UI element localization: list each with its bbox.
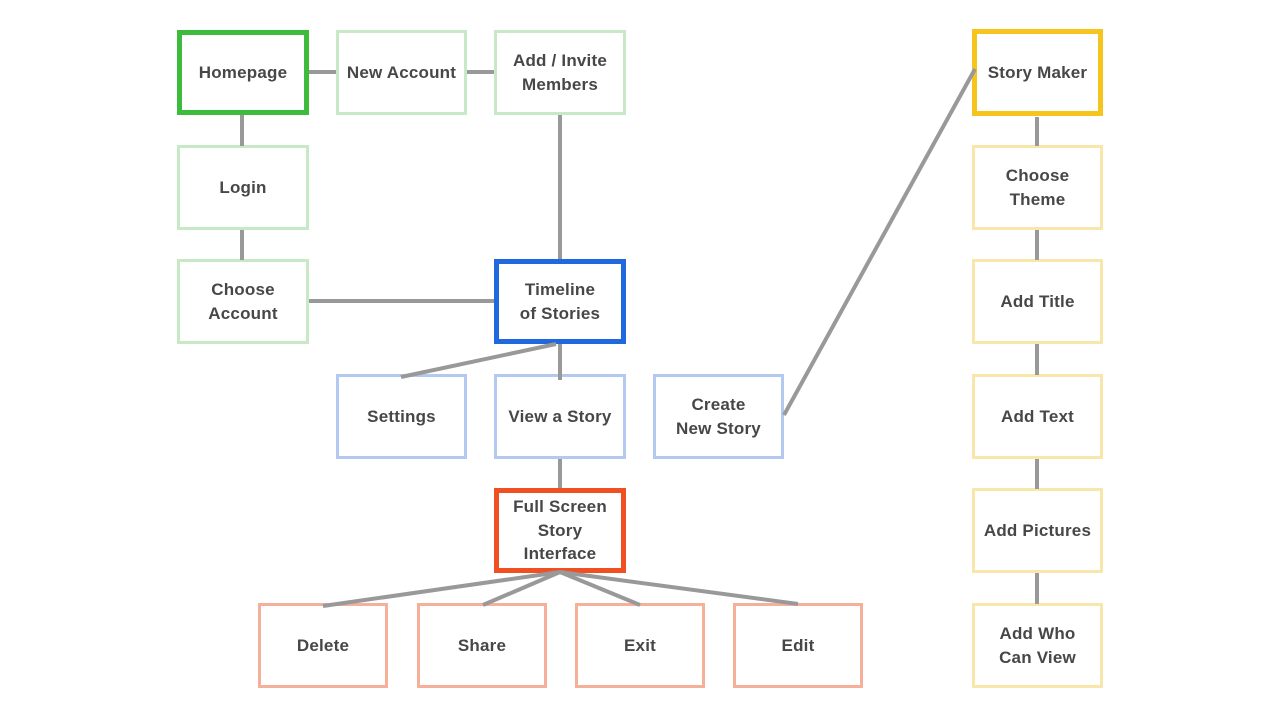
node-edit-label: Edit bbox=[781, 635, 815, 655]
node-story-maker-label: Story Maker bbox=[987, 62, 1088, 82]
node-add-invite-members-label: Add / Invite Members bbox=[512, 51, 608, 94]
node-settings: Settings bbox=[336, 374, 467, 459]
node-add-invite-members: Add / Invite Members bbox=[494, 30, 626, 115]
node-add-who-can-view: Add Who Can View bbox=[972, 603, 1103, 688]
node-exit: Exit bbox=[575, 603, 705, 688]
node-share-label: Share bbox=[457, 635, 507, 655]
node-delete: Delete bbox=[258, 603, 388, 688]
edge-full-screen-exit bbox=[559, 570, 641, 607]
node-choose-account-label: Choose Account bbox=[208, 280, 278, 323]
node-choose-theme-label: Choose Theme bbox=[1005, 166, 1070, 209]
node-exit-label: Exit bbox=[624, 635, 656, 655]
edge-full-screen-edit bbox=[559, 570, 799, 606]
node-view-a-story-label: View a Story bbox=[508, 406, 612, 426]
node-delete-label: Delete bbox=[296, 635, 350, 655]
node-edit: Edit bbox=[733, 603, 863, 688]
node-new-account: New Account bbox=[336, 30, 467, 115]
node-choose-theme: Choose Theme bbox=[972, 145, 1103, 230]
node-create-new-story-label: Create New Story bbox=[676, 395, 761, 438]
node-add-text: Add Text bbox=[972, 374, 1103, 459]
node-add-pictures: Add Pictures bbox=[972, 488, 1103, 573]
node-add-title: Add Title bbox=[972, 259, 1103, 344]
node-view-a-story: View a Story bbox=[494, 374, 626, 459]
node-full-screen-story-interface: Full Screen Story Interface bbox=[494, 488, 626, 573]
node-login: Login bbox=[177, 145, 309, 230]
node-add-title-label: Add Title bbox=[1000, 291, 1075, 311]
node-story-maker: Story Maker bbox=[972, 29, 1103, 116]
edge-full-screen-share bbox=[482, 570, 561, 607]
node-full-screen-story-interface-label: Full Screen Story Interface bbox=[513, 497, 607, 564]
node-add-text-label: Add Text bbox=[1000, 406, 1075, 426]
edge-timeline-settings bbox=[400, 342, 557, 379]
node-settings-label: Settings bbox=[367, 406, 436, 426]
node-create-new-story: Create New Story bbox=[653, 374, 784, 459]
node-new-account-label: New Account bbox=[346, 62, 457, 82]
node-add-who-can-view-label: Add Who Can View bbox=[999, 624, 1076, 667]
node-add-pictures-label: Add Pictures bbox=[983, 520, 1092, 540]
node-homepage-label: Homepage bbox=[198, 62, 288, 82]
edge-create-new-story-story-maker bbox=[782, 68, 977, 416]
node-timeline-of-stories-label: Timeline of Stories bbox=[519, 280, 601, 323]
node-login-label: Login bbox=[219, 177, 267, 197]
node-homepage: Homepage bbox=[177, 30, 309, 115]
node-timeline-of-stories: Timeline of Stories bbox=[494, 259, 626, 344]
edge-full-screen-delete bbox=[322, 570, 561, 608]
node-share: Share bbox=[417, 603, 547, 688]
node-choose-account: Choose Account bbox=[177, 259, 309, 344]
